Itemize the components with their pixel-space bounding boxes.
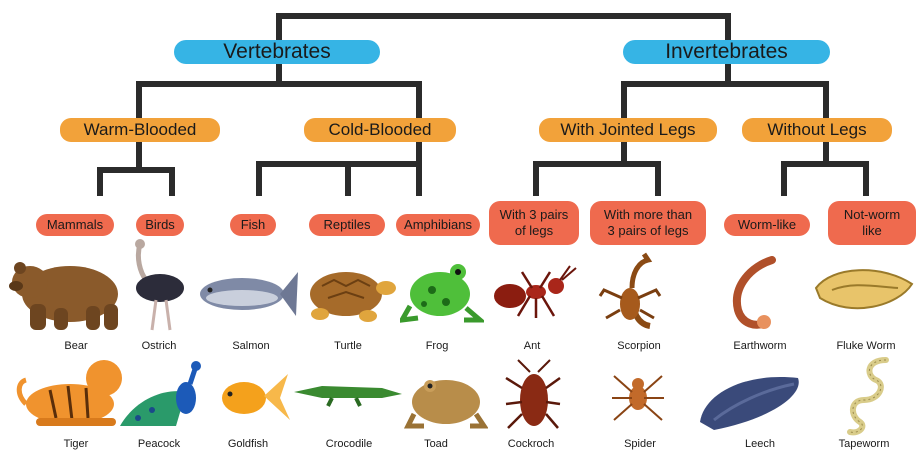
- vertebrates-label: Vertebrates: [223, 40, 330, 64]
- cold-blooded-node: Cold-Blooded: [304, 118, 456, 142]
- goldfish-icon: [210, 368, 292, 424]
- ant-icon: [488, 264, 584, 320]
- toad-label: Toad: [381, 438, 491, 450]
- leech-label: Leech: [705, 438, 815, 450]
- spider-icon: [610, 362, 666, 426]
- warm-blooded-connector: [100, 142, 172, 193]
- warm-blooded-label: Warm-Blooded: [84, 120, 197, 140]
- bear-icon: [8, 252, 128, 334]
- toad-icon: [404, 370, 488, 430]
- fish-node: Fish: [230, 214, 276, 236]
- cold-blooded-connector: [259, 142, 419, 193]
- invertebrates-connector: [624, 64, 826, 118]
- earthworm-label: Earthworm: [705, 340, 815, 352]
- tapeworm-label: Tapeworm: [809, 438, 916, 450]
- without-legs-connector: [784, 142, 866, 193]
- invertebrates-node: Invertebrates: [623, 40, 830, 64]
- mammals-node: Mammals: [36, 214, 114, 236]
- tiger-icon: [16, 354, 128, 430]
- amphibians-node: Amphibians: [396, 214, 480, 236]
- without-legs-label: Without Legs: [767, 120, 866, 140]
- salmon-icon: [196, 264, 300, 320]
- leech-icon: [694, 364, 806, 434]
- worm-like-node: Worm-like: [724, 214, 810, 236]
- cockroach-icon: [504, 358, 562, 434]
- birds-node: Birds: [136, 214, 184, 236]
- amphibians-label: Amphibians: [404, 217, 472, 233]
- frog-icon: [400, 258, 484, 324]
- warm-blooded-node: Warm-Blooded: [60, 118, 220, 142]
- with-jointed-legs-label: With Jointed Legs: [560, 120, 695, 140]
- fluke-worm-label: Fluke Worm: [811, 340, 916, 352]
- not-worm-label-line2: like: [862, 223, 882, 239]
- three-pairs-legs-node: With 3 pairs of legs: [489, 201, 579, 245]
- reptiles-label: Reptiles: [324, 217, 371, 233]
- more-pairs-label-line1: With more than: [604, 207, 692, 223]
- birds-label: Birds: [145, 217, 175, 233]
- fish-label: Fish: [241, 217, 266, 233]
- reptiles-node: Reptiles: [309, 214, 385, 236]
- spider-label: Spider: [585, 438, 695, 450]
- frog-label: Frog: [382, 340, 492, 352]
- fluke-worm-icon: [812, 264, 916, 318]
- not-worm-like-node: Not-worm like: [828, 201, 916, 245]
- vertebrates-node: Vertebrates: [174, 40, 380, 64]
- without-legs-node: Without Legs: [742, 118, 892, 142]
- with-jointed-legs-node: With Jointed Legs: [539, 118, 717, 142]
- crocodile-icon: [292, 374, 404, 408]
- cold-blooded-label: Cold-Blooded: [328, 120, 431, 140]
- invertebrates-label: Invertebrates: [665, 40, 788, 64]
- three-pairs-label-line1: With 3 pairs: [500, 207, 569, 223]
- more-pairs-label-line2: 3 pairs of legs: [608, 223, 689, 239]
- vertebrates-connector: [139, 64, 419, 118]
- turtle-icon: [302, 262, 396, 324]
- ostrich-icon: [128, 238, 188, 334]
- peacock-icon: [116, 358, 210, 432]
- scorpion-label: Scorpion: [584, 340, 694, 352]
- cockroch-label: Cockroch: [476, 438, 586, 450]
- jointed-legs-connector: [536, 142, 658, 193]
- not-worm-label-line1: Not-worm: [844, 207, 900, 223]
- salmon-label: Salmon: [196, 340, 306, 352]
- earthworm-icon: [722, 256, 782, 332]
- worm-like-label: Worm-like: [738, 217, 796, 233]
- mammals-label: Mammals: [47, 217, 103, 233]
- ant-label: Ant: [477, 340, 587, 352]
- more-than-three-pairs-node: With more than 3 pairs of legs: [590, 201, 706, 245]
- three-pairs-label-line2: of legs: [515, 223, 553, 239]
- scorpion-icon: [598, 252, 664, 334]
- goldfish-label: Goldfish: [193, 438, 303, 450]
- tapeworm-icon: [836, 356, 894, 436]
- root-connector: [279, 16, 728, 42]
